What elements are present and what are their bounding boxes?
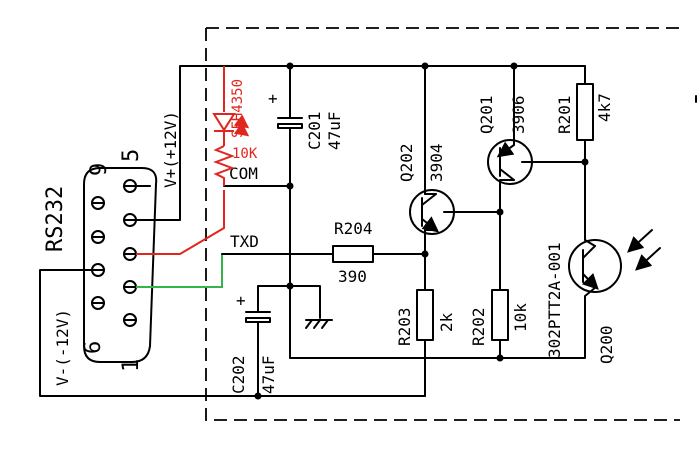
junction-dot bbox=[421, 62, 429, 70]
db9-pin bbox=[91, 196, 105, 210]
led-resistor bbox=[213, 145, 235, 186]
q200-ref: Q200 bbox=[597, 325, 616, 364]
r203-value: 2k bbox=[437, 312, 456, 332]
junction-dot bbox=[286, 182, 294, 190]
junction-dot bbox=[254, 392, 262, 400]
c202-plus: + bbox=[236, 291, 246, 310]
red-wire bbox=[136, 190, 225, 255]
c202-value: 47uF bbox=[259, 355, 278, 394]
db9-pin bbox=[123, 247, 137, 261]
board-outline bbox=[205, 27, 680, 421]
led-sfh4350 bbox=[212, 113, 250, 137]
v-minus-wire bbox=[39, 269, 426, 397]
q200-part: 302PTT2A-001 bbox=[545, 242, 564, 358]
q201-ref: Q201 bbox=[477, 95, 496, 134]
q201-part: 3906 bbox=[509, 95, 528, 134]
db9-pin bbox=[123, 280, 137, 294]
pin-6-label: 6 bbox=[81, 341, 106, 354]
r204-resistor bbox=[332, 245, 374, 263]
db9-pin bbox=[91, 296, 105, 310]
pin-9-label: 9 bbox=[87, 163, 112, 176]
pin-5-label: 5 bbox=[119, 149, 144, 162]
db9-pin bbox=[123, 179, 137, 193]
v-plus-label: V+(+12V) bbox=[161, 111, 180, 188]
r204-value: 390 bbox=[338, 267, 367, 286]
q202-ref: Q202 bbox=[397, 143, 416, 182]
db9-pin bbox=[123, 213, 137, 227]
v-plus-wire bbox=[135, 65, 586, 221]
led-label: SFH4350 bbox=[230, 79, 246, 138]
green-txd-wire bbox=[136, 254, 223, 288]
junction-dot bbox=[286, 282, 294, 290]
r201-resistor bbox=[576, 83, 594, 141]
q201-transistor bbox=[487, 65, 586, 291]
v-minus-label: V-(-12V) bbox=[53, 309, 72, 386]
pin-1-label: 1 bbox=[119, 359, 144, 372]
junction-dots bbox=[254, 62, 589, 400]
com-label: COM bbox=[229, 164, 258, 183]
junction-dot bbox=[496, 354, 504, 362]
r202-ref: R202 bbox=[469, 307, 488, 346]
txd-label: TXD bbox=[230, 232, 259, 251]
r202-resistor bbox=[491, 289, 509, 341]
ground-symbol bbox=[289, 285, 333, 329]
connector-label: RS232 bbox=[43, 186, 68, 252]
r202-value: 10k bbox=[511, 303, 530, 332]
r204-ref: R204 bbox=[334, 219, 373, 238]
c201-plus: + bbox=[268, 89, 278, 108]
junction-dot bbox=[286, 62, 294, 70]
db9-pin bbox=[91, 263, 105, 277]
r203-resistor bbox=[416, 289, 434, 341]
led-resistor-label: 10K bbox=[232, 146, 258, 162]
junction-dot bbox=[421, 250, 429, 258]
db9-pin bbox=[123, 313, 137, 327]
db9-connector bbox=[83, 167, 158, 363]
q202-part: 3904 bbox=[427, 143, 446, 182]
r201-ref: R201 bbox=[555, 95, 574, 134]
c201-ref: C201 bbox=[305, 111, 324, 150]
q200-phototransistor bbox=[289, 229, 661, 359]
junction-dot bbox=[496, 208, 504, 216]
junction-dot bbox=[581, 158, 589, 166]
r201-value: 4k7 bbox=[595, 93, 614, 122]
c201-value: 47uF bbox=[325, 111, 344, 150]
r203-ref: R203 bbox=[395, 307, 414, 346]
c201-capacitor bbox=[277, 65, 303, 301]
q202-transistor bbox=[409, 65, 501, 291]
c202-ref: C202 bbox=[229, 355, 248, 394]
c202-capacitor bbox=[245, 285, 291, 397]
junction-dot bbox=[510, 62, 518, 70]
db9-pin bbox=[91, 230, 105, 244]
